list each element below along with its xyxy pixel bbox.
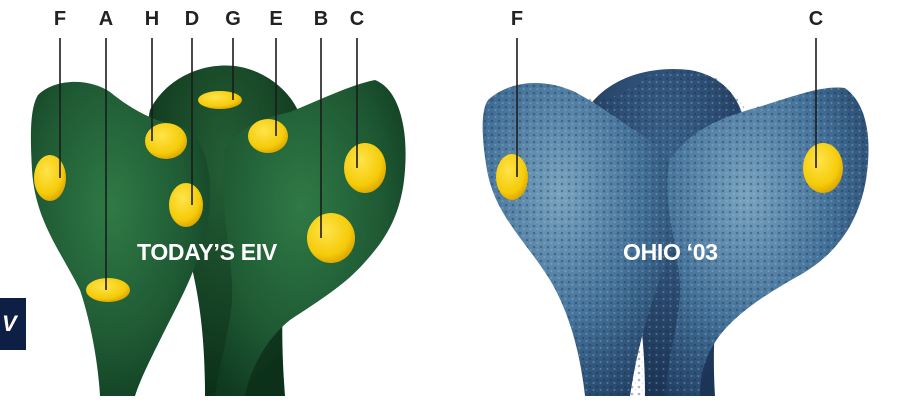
left-site-c	[344, 143, 386, 193]
callout-f-right: F	[502, 8, 532, 31]
side-badge: V	[0, 298, 26, 350]
right-texture-overlay	[483, 71, 869, 396]
left-site-b	[307, 213, 355, 263]
right-model-caption: OHIO ‘03	[623, 239, 718, 266]
callout-g: G	[218, 8, 248, 31]
callout-a: A	[91, 8, 121, 31]
callout-c: C	[342, 8, 372, 31]
left-site-g	[198, 91, 242, 109]
left-model-caption: TODAY’S EIV	[137, 239, 277, 266]
left-protein-model	[31, 38, 406, 396]
callout-f: F	[45, 8, 75, 31]
callout-e: E	[261, 8, 291, 31]
left-site-e	[248, 119, 288, 153]
left-site-f	[34, 155, 66, 201]
callout-h: H	[137, 8, 167, 31]
callout-c-right: C	[801, 8, 831, 31]
right-site-f	[496, 154, 528, 200]
left-site-d	[169, 183, 203, 227]
callout-d: D	[177, 8, 207, 31]
left-site-a	[86, 278, 130, 302]
right-protein-model	[483, 38, 869, 396]
callout-b: B	[306, 8, 336, 31]
right-site-c	[803, 143, 843, 193]
